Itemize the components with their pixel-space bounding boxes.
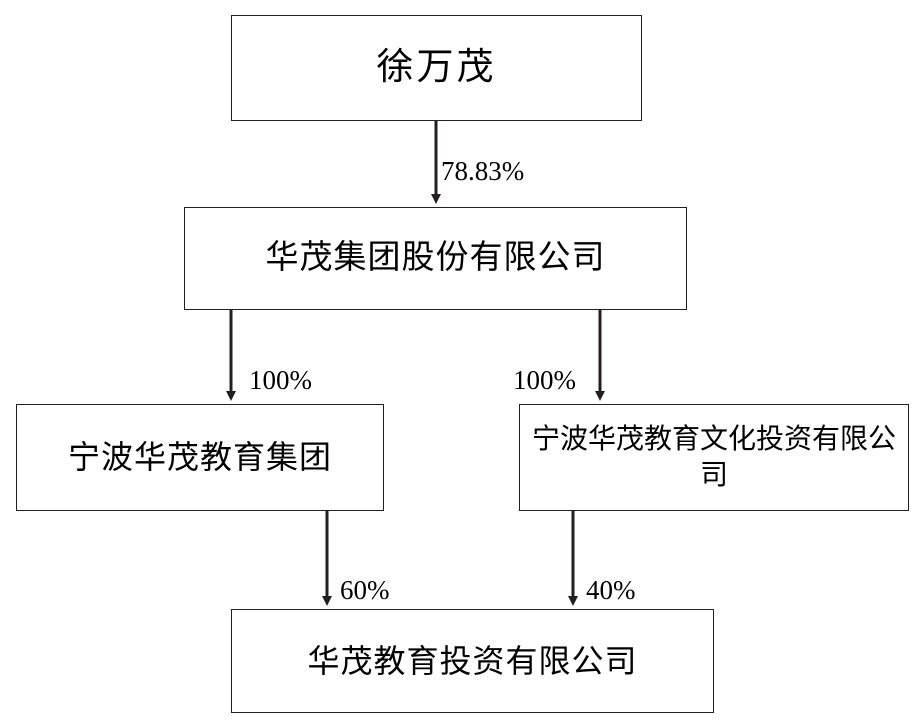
node-ningbo-edu-culture-label: 宁波华茂教育文化投资有限公司: [531, 423, 896, 491]
node-huamao-edu-invest: 华茂教育投资有限公司: [231, 609, 714, 713]
node-root: 徐万茂: [231, 15, 642, 121]
node-ningbo-edu-group-label: 宁波华茂教育集团: [67, 439, 332, 476]
edge-label-root-to-huamao-group: 78.83%: [441, 156, 525, 186]
node-huamao-group: 华茂集团股份有限公司: [184, 207, 687, 310]
node-ningbo-edu-group: 宁波华茂教育集团: [16, 404, 384, 511]
edge-label-huamao-group-to-ningbo-edu-group: 100%: [249, 365, 312, 395]
edge-label-ningbo-edu-culture-to-huamao-edu-invest: 40%: [586, 575, 636, 605]
node-huamao-group-label: 华茂集团股份有限公司: [265, 240, 606, 277]
node-huamao-edu-invest-label: 华茂教育投资有限公司: [307, 642, 638, 679]
edge-label-huamao-group-to-ningbo-edu-culture: 100%: [513, 365, 576, 395]
node-root-label: 徐万茂: [376, 47, 497, 89]
edge-label-ningbo-edu-group-to-huamao-edu-invest: 60%: [340, 575, 390, 605]
node-ningbo-edu-culture: 宁波华茂教育文化投资有限公司: [519, 404, 909, 511]
